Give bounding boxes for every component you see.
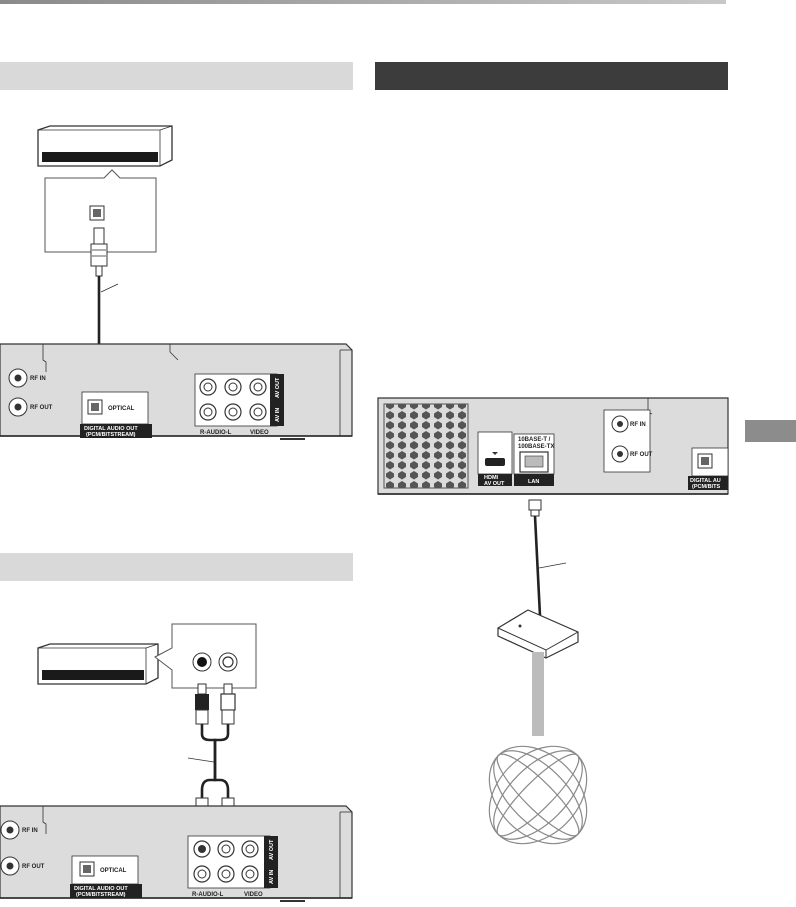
internet-globe-icon [488,745,588,845]
digital-audio-out-label: DIGITAL AUDIO OUT [84,426,138,432]
video-label-2: VIDEO [244,892,263,898]
callout-optical-in [44,169,157,253]
rf-out-label-2: RF OUT [22,864,45,870]
callout-audio-in [154,623,257,689]
recorder-rear-panel-right: HDMI AV OUT 10BASE-T / 100BASE-TX LAN RF… [377,397,729,495]
pcm-bitstream-label-2: (PCM/BITSTREAM) [76,892,126,898]
rf-out-label: RF OUT [30,405,53,411]
av-out-label: AV OUT [275,377,281,398]
optical-label-2: OPTICAL [100,868,127,874]
lan-cable [528,499,567,617]
section-header-optical [0,62,353,90]
video-label: VIDEO [250,430,269,436]
av-out-label-3: AV OUT [484,481,505,487]
av-in-label-2: AV IN [269,870,275,884]
digital-audio-out-label-2: DIGITAL AUDIO OUT [74,886,128,892]
recorder-rear-panel-bottom: RF IN RF OUT OPTICAL DIGITAL AUDIO OUT (… [0,805,353,902]
side-tab [745,420,796,442]
broadband-router [497,609,579,659]
lan-spec-label-1: 10BASE-T / [518,437,551,443]
pcm-bitstream-label: (PCM/BITSTREAM) [86,432,136,438]
r-audio-l-label-2: R-AUDIO-L [192,892,224,898]
lan-spec-label-2: 100BASE-TX [518,444,554,450]
r-audio-l-label: R-AUDIO-L [200,430,232,436]
rf-in-label: RF IN [30,376,46,382]
av-in-label: AV IN [275,408,281,422]
rf-in-label-2: RF IN [22,828,38,834]
top-rule [0,0,726,4]
section-header-network [375,62,728,90]
optical-label: OPTICAL [108,406,135,412]
lan-label: LAN [528,479,539,485]
pcm-bitstream-label-3: (PCM/BITS [692,484,720,490]
av-out-label-2: AV OUT [269,839,275,860]
recorder-rear-panel-top: RF IN RF OUT OPTICAL DIGITAL AUDIO OUT (… [0,343,353,440]
section-header-coaxial [0,553,353,581]
rf-out-label-3: RF OUT [630,452,653,458]
digital-audio-label-3: DIGITAL AU [690,478,721,484]
amplifier-audio [37,643,159,685]
hdmi-logo: HDMI [484,475,499,481]
rf-in-label-3: RF IN [630,422,646,428]
amplifier-optical [37,125,173,167]
